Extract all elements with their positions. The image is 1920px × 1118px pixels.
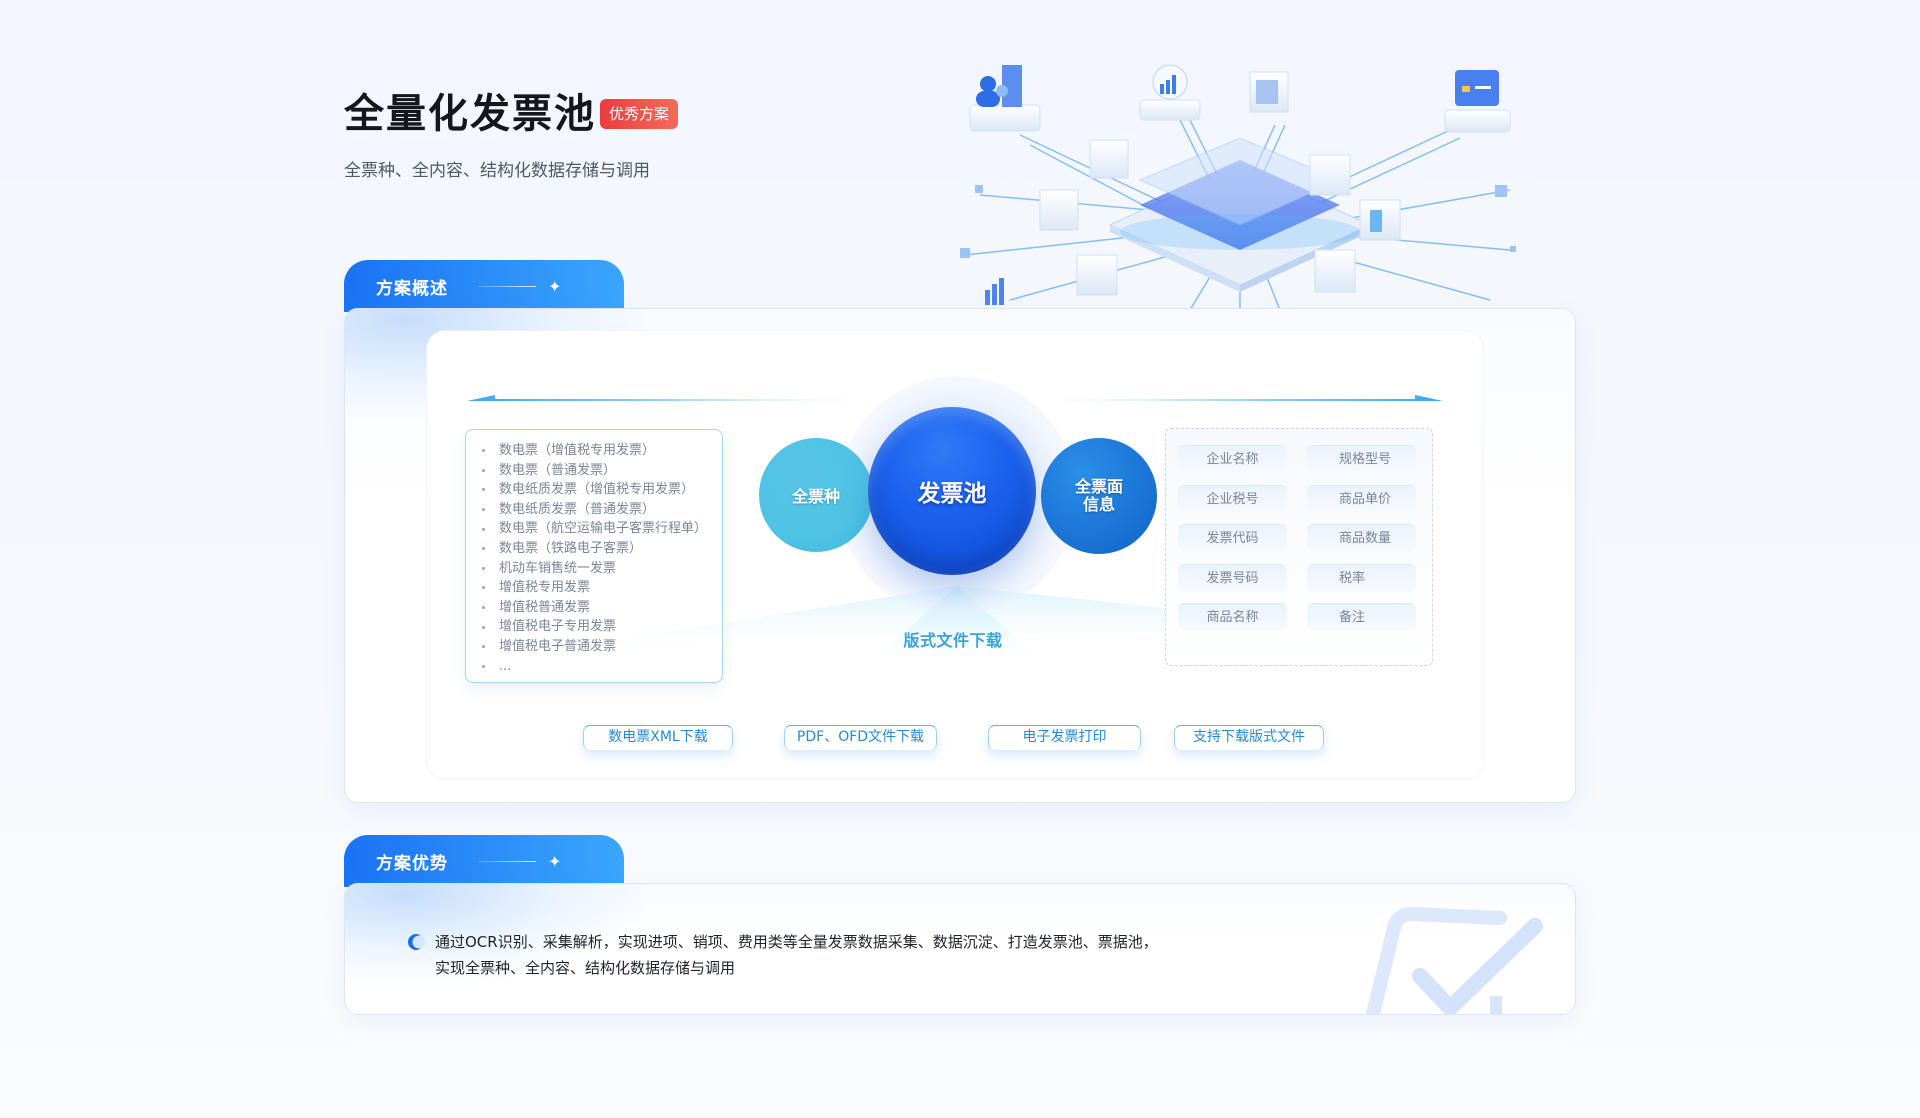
list-item: 数电票（增值税专用发票） [482, 441, 722, 461]
list-item: 增值税电子普通发票 [482, 637, 722, 657]
tab-advantages[interactable]: 方案优势 ✦ [344, 835, 624, 887]
arrow-left-icon [467, 395, 847, 401]
list-item: 数电票（铁路电子客票） [482, 539, 722, 559]
advantage-text-line2: 实现全票种、全内容、结构化数据存储与调用 [435, 959, 736, 977]
tab-overview-label: 方案概述 [376, 278, 448, 299]
sphere-full-invoice-info: 全票面 信息 [1041, 438, 1157, 554]
bullet-icon [482, 664, 485, 668]
bullet-icon [482, 527, 485, 531]
e-invoice-print-button[interactable]: 电子发票打印 [988, 725, 1141, 750]
arrow-right-icon [1063, 395, 1443, 401]
field-tag: 企业税号 [1178, 485, 1287, 513]
excellent-solution-badge: 优秀方案 [600, 99, 679, 129]
list-item: 数电纸质发票（普通发票） [482, 500, 722, 520]
download-title: 版式文件下载 [903, 631, 1003, 650]
layout-file-download-button[interactable]: 支持下载版式文件 [1174, 725, 1324, 750]
sphere-invoice-pool: 发票池 [868, 407, 1036, 575]
bullet-icon [482, 547, 485, 551]
checkbox-check-icon [1365, 907, 1543, 1014]
bullet-icon [482, 449, 485, 453]
list-item: ... [482, 657, 722, 677]
list-item: 机动车销售统一发票 [482, 559, 722, 579]
field-tag: 商品数量 [1307, 524, 1416, 552]
list-item: 增值税普通发票 [482, 598, 722, 618]
field-tag: 发票代码 [1178, 524, 1287, 552]
list-item: 数电纸质发票（增值税专用发票） [482, 480, 722, 500]
bullet-icon [482, 566, 485, 570]
list-item: 数电票（航空运输电子客票行程单） [482, 519, 722, 539]
sphere-all-invoice-types: 全票种 [759, 438, 873, 552]
field-tag: 税率 [1307, 564, 1416, 592]
field-tag: 商品名称 [1178, 603, 1287, 631]
sparkle-icon: ✦ [548, 851, 562, 871]
sparkle-icon: ✦ [548, 276, 562, 296]
bullet-moon-icon [408, 934, 425, 950]
list-item: 增值税电子专用发票 [482, 617, 722, 637]
page-title: 全量化发票池 [344, 91, 596, 137]
bullet-icon [482, 645, 485, 649]
tab-overview[interactable]: 方案概述 ✦ [344, 260, 624, 312]
light-beam [577, 586, 1337, 656]
invoice-fields-panel: 企业名称 规格型号 企业税号 商品单价 发票代码 商品数量 发票号码 税率 商品… [1165, 428, 1433, 666]
bullet-icon [482, 586, 485, 590]
tab-divider [478, 285, 536, 287]
pdf-ofd-download-button[interactable]: PDF、OFD文件下载 [784, 725, 937, 750]
network-hub-illustration [950, 60, 1530, 311]
bullet-icon [482, 606, 485, 610]
tab-divider [478, 860, 536, 862]
page-subtitle: 全票种、全内容、结构化数据存储与调用 [344, 161, 650, 181]
list-item: 数电票（普通发票） [482, 461, 722, 481]
advantages-card: 通过OCR识别、采集解析，实现进项、销项、费用类等全量发票数据采集、数据沉淀、打… [344, 883, 1576, 1015]
advantage-text-line1: 通过OCR识别、采集解析，实现进项、销项、费用类等全量发票数据采集、数据沉淀、打… [435, 933, 1158, 951]
bullet-icon [482, 468, 485, 472]
bullet-icon [482, 488, 485, 492]
field-tag: 商品单价 [1307, 485, 1416, 513]
field-tag: 备注 [1307, 603, 1416, 631]
field-tag: 规格型号 [1307, 445, 1416, 473]
tab-advantages-label: 方案优势 [376, 853, 448, 874]
overview-card: 数电票（增值税专用发票） 数电票（普通发票） 数电纸质发票（增值税专用发票） 数… [344, 308, 1576, 803]
xml-download-button[interactable]: 数电票XML下载 [583, 725, 733, 750]
field-tag: 企业名称 [1178, 445, 1287, 473]
bullet-icon [482, 625, 485, 629]
overview-diagram: 数电票（增值税专用发票） 数电票（普通发票） 数电纸质发票（增值税专用发票） 数… [427, 331, 1483, 779]
field-tag: 发票号码 [1178, 564, 1287, 592]
list-item: 增值税专用发票 [482, 578, 722, 598]
bullet-icon [482, 508, 485, 512]
